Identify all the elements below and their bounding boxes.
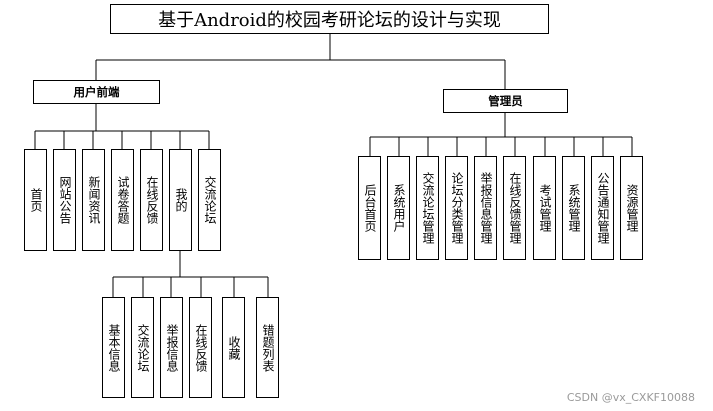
node-admin-home: 后台首页 [358, 156, 381, 260]
node-system-management: 系统管理 [562, 156, 585, 260]
node-mine: 我的 [169, 149, 192, 251]
node-feedback-management: 在线反馈管理 [503, 156, 526, 260]
node-news: 新闻资讯 [82, 149, 105, 251]
node-report-management: 举报信息管理 [474, 156, 497, 260]
node-home: 首页 [24, 149, 47, 251]
node-resource-management: 资源管理 [620, 156, 643, 260]
node-announcements: 网站公告 [53, 149, 76, 251]
user-frontend-node: 用户前端 [33, 80, 160, 104]
node-mine-forum: 交流论坛 [131, 297, 154, 398]
node-exam-answering: 试卷答题 [111, 149, 134, 251]
node-wrong-questions: 错题列表 [256, 297, 279, 398]
node-favorites: 收藏 [222, 297, 245, 398]
node-system-users: 系统用户 [387, 156, 410, 260]
watermark: CSDN @vx_CXKF10088 [566, 391, 695, 404]
node-online-feedback: 在线反馈 [140, 149, 163, 251]
node-exam-management: 考试管理 [533, 156, 556, 260]
node-forum-management: 交流论坛管理 [416, 156, 439, 260]
admin-node: 管理员 [443, 89, 568, 113]
node-report-info: 举报信息 [160, 297, 183, 398]
node-mine-feedback: 在线反馈 [189, 297, 212, 398]
node-forum-category-management: 论坛分类管理 [445, 156, 468, 260]
node-notice-management: 公告通知管理 [591, 156, 614, 260]
node-basic-info: 基本信息 [102, 297, 125, 398]
node-forum: 交流论坛 [198, 149, 221, 251]
diagram-title: 基于Android的校园考研论坛的设计与实现 [110, 4, 549, 34]
